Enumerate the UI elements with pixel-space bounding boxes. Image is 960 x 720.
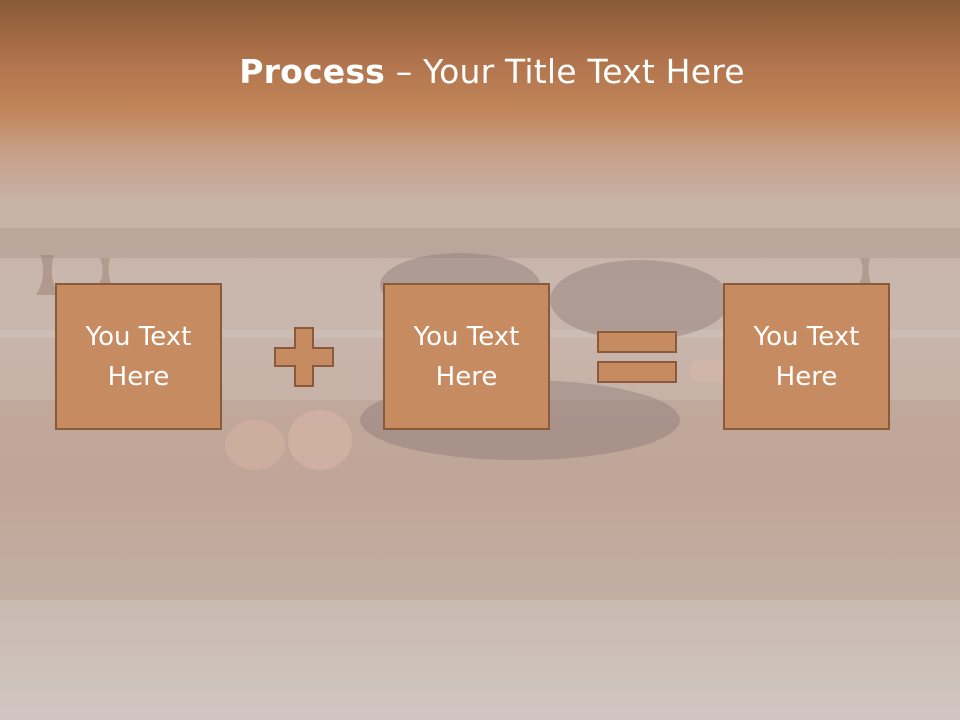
slide-title: Process – Your Title Text Here <box>0 52 960 91</box>
step-box-3-text: You Text Here <box>753 321 860 392</box>
step-box-1: You Text Here <box>55 283 222 430</box>
plus-icon <box>274 327 334 387</box>
step-box-1-text: You Text Here <box>85 321 192 392</box>
equals-icon <box>597 331 677 383</box>
step-box-2: You Text Here <box>383 283 550 430</box>
title-bold: Process <box>239 52 386 91</box>
step-box-2-text: You Text Here <box>413 321 520 392</box>
title-rest: – Your Title Text Here <box>385 52 745 91</box>
step-box-3: You Text Here <box>723 283 890 430</box>
